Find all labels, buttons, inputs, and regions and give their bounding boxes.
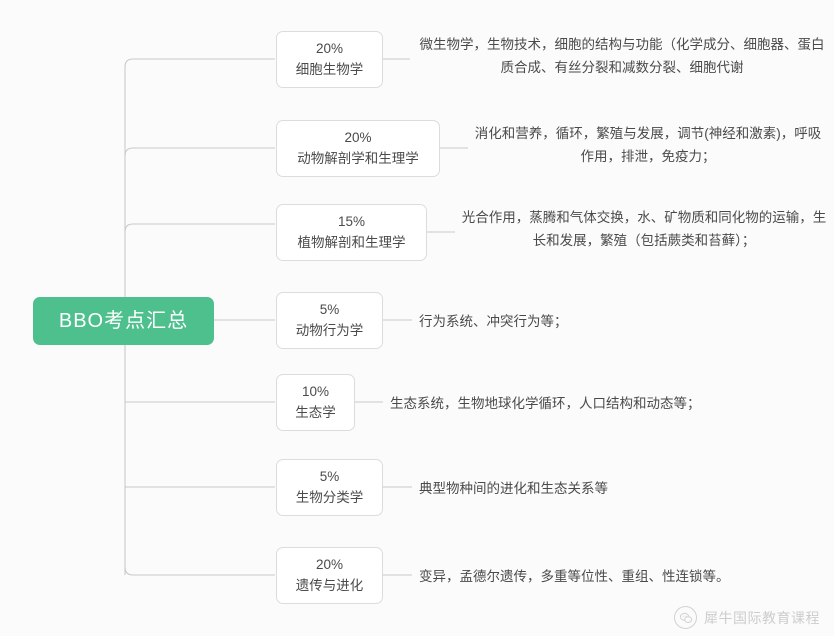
branch-name: 动物行为学	[295, 322, 364, 338]
branch-percent: 5%	[319, 301, 340, 317]
branch-name: 生物分类学	[295, 489, 364, 505]
wechat-logo-icon	[674, 606, 697, 629]
branch-percent: 20%	[315, 40, 344, 56]
branch-description-plant-anatomy: 光合作用，蒸腾和气体交换，水、矿物质和同化物的运输，生长和发展，繁殖（包括蕨类和…	[461, 210, 827, 249]
branch-percent: 5%	[319, 468, 340, 484]
branch-node-genetics-evolution[interactable]: 20% 遗传与进化	[276, 547, 383, 604]
branch-percent: 15%	[337, 213, 366, 229]
branch-description-ecology: 生态系统，生物地球化学循环，人口结构和动态等；	[390, 396, 701, 411]
root-node-label: BBO考点汇总	[58, 310, 189, 332]
branch-percent: 20%	[315, 556, 344, 572]
branch-description-cell-biology: 微生物学，生物技术，细胞的结构与功能（化学成分、细胞器、蛋白质合成、有丝分裂和减…	[419, 37, 825, 76]
branch-description-taxonomy: 典型物种间的进化和生态关系等	[419, 481, 608, 496]
branch-node-taxonomy[interactable]: 5% 生物分类学	[276, 459, 383, 516]
branch-name: 生态学	[295, 404, 336, 420]
root-node[interactable]: BBO考点汇总	[33, 297, 214, 345]
branch-description-animal-behaviour: 行为系统、冲突行为等；	[419, 314, 568, 329]
branch-name: 遗传与进化	[295, 577, 364, 593]
branch-node-animal-behaviour[interactable]: 5% 动物行为学	[276, 292, 383, 349]
branch-node-cell-biology[interactable]: 20% 细胞生物学	[276, 31, 383, 88]
branch-description-animal-anatomy: 消化和营养，循环，繁殖与发展，调节(神经和激素)，呼吸作用，排泄，免疫力；	[474, 126, 822, 165]
branch-node-plant-anatomy[interactable]: 15% 植物解剖和生理学	[276, 204, 427, 261]
branch-percent: 10%	[301, 383, 330, 399]
branch-node-animal-anatomy[interactable]: 20% 动物解剖学和生理学	[276, 120, 440, 177]
branch-description-genetics-evolution: 变异，孟德尔遗传，多重等位性、重组、性连锁等。	[419, 569, 730, 584]
branch-percent: 20%	[344, 129, 372, 145]
branch-name: 动物解剖学和生理学	[297, 150, 419, 166]
branch-name: 细胞生物学	[295, 61, 364, 77]
watermark: 犀牛国际教育课程	[674, 606, 820, 629]
branch-name: 植物解剖和生理学	[297, 234, 406, 250]
watermark-text: 犀牛国际教育课程	[704, 609, 820, 626]
branch-node-ecology[interactable]: 10% 生态学	[276, 374, 355, 431]
